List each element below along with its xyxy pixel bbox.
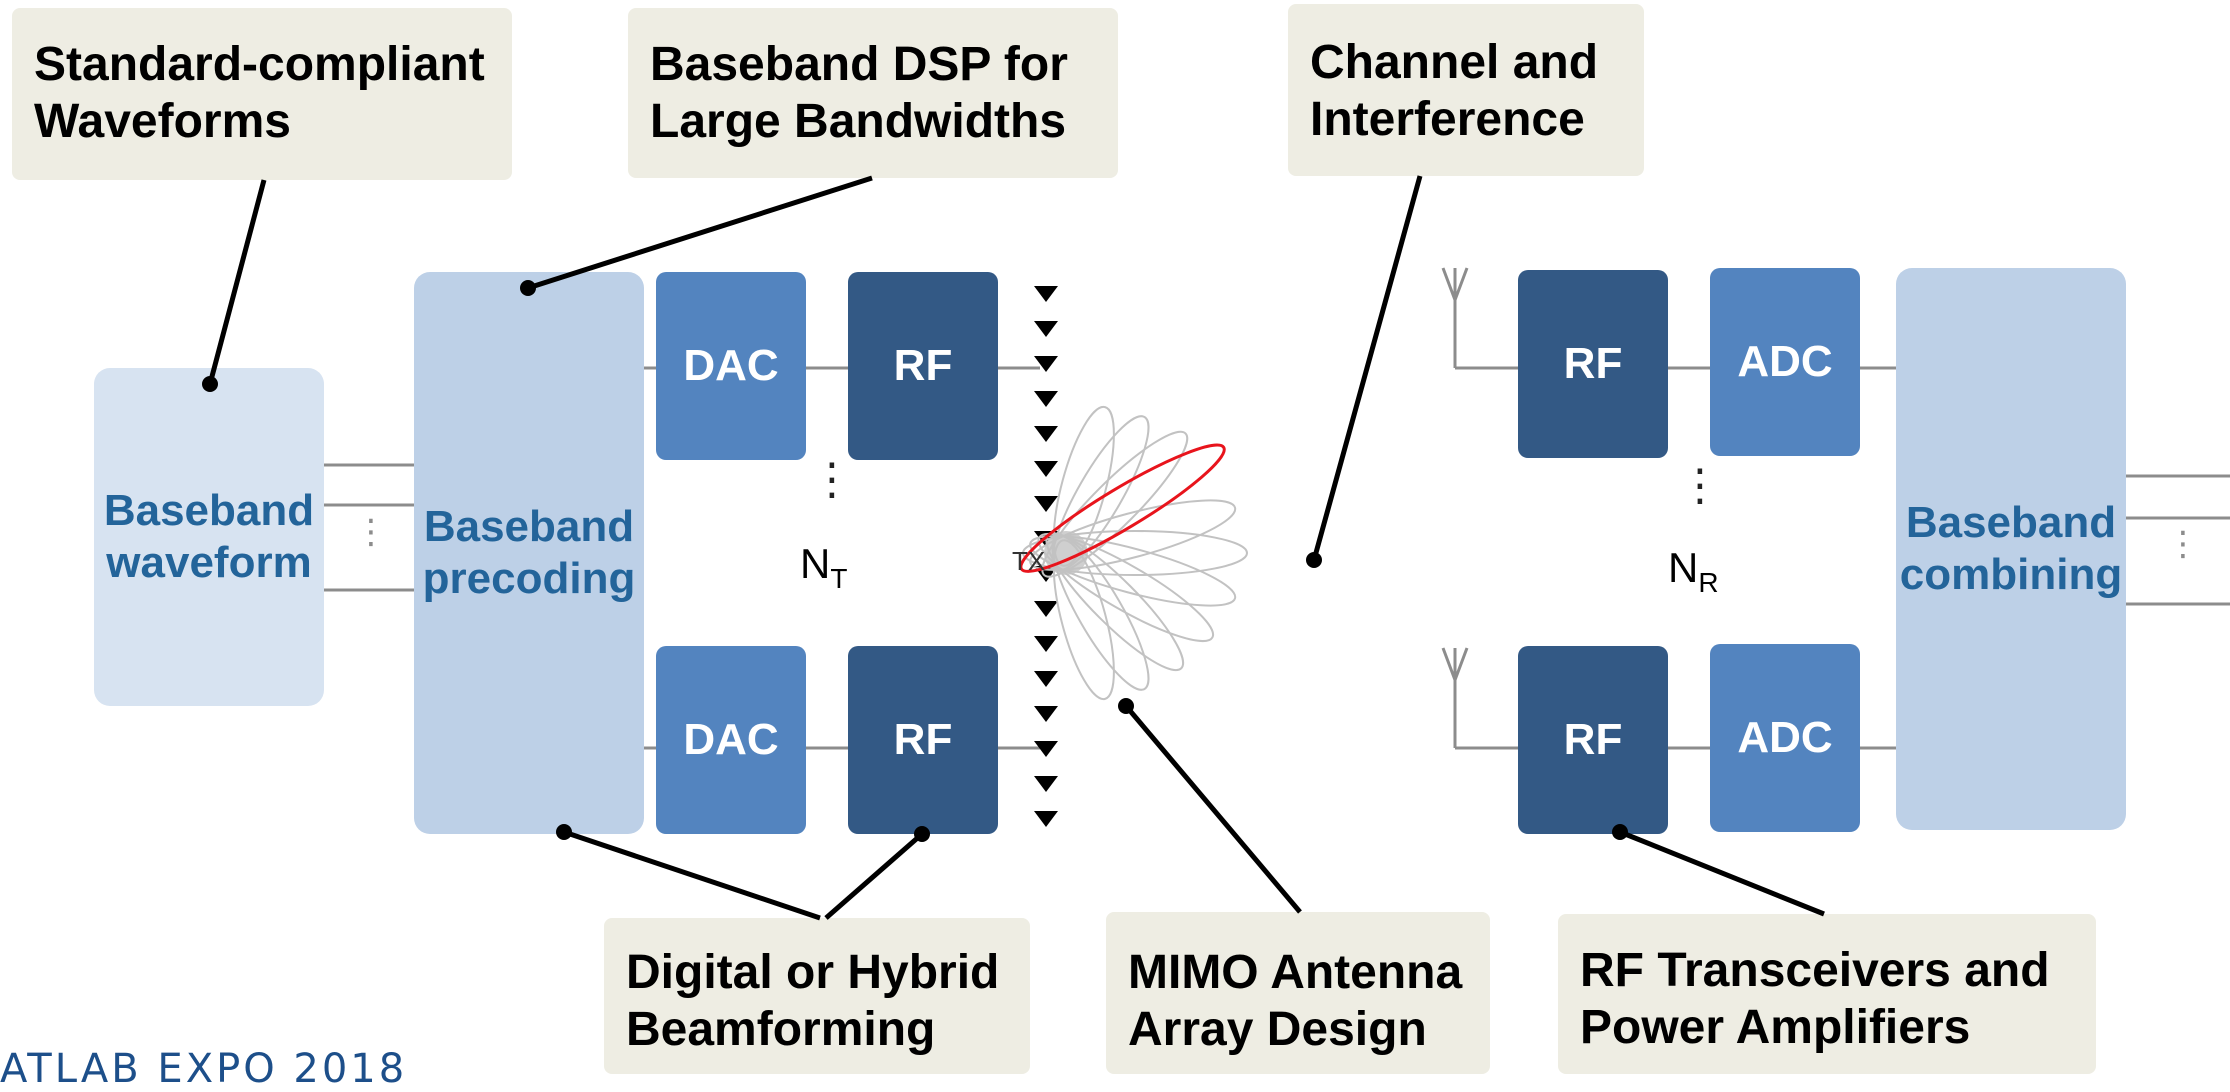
ellipsis-waveform: ⋮ [354, 513, 388, 551]
adc-block-bottom: ADC [1710, 644, 1860, 832]
nr-label: NR [1668, 544, 1719, 599]
callout-mimo-antenna: MIMO Antenna Array Design [1106, 912, 1490, 1074]
block-label: ADC [1737, 337, 1833, 386]
block-label: DAC [683, 715, 779, 764]
nr-main: N [1668, 544, 1699, 591]
block-label: ADC [1737, 713, 1833, 762]
rf-block-tx-bottom: RF [848, 646, 998, 834]
block-label: RF [893, 341, 953, 390]
antenna-array-icon [1034, 286, 1058, 827]
block-label: DAC [683, 341, 779, 390]
adc-block-top: ADC [1710, 268, 1860, 456]
callout-text-line: Interference [1310, 93, 1585, 146]
callout-beamforming: Digital or Hybrid Beamforming [604, 918, 1030, 1074]
block-label: RF [1563, 715, 1623, 764]
rf-block-rx-bottom: RF [1518, 646, 1668, 834]
receive-antenna-icon [1441, 267, 1469, 748]
block-label: Baseband [103, 486, 315, 535]
block-label: RF [1563, 339, 1623, 388]
baseband-combining-block: Baseband combining [1896, 268, 2126, 830]
rf-block-rx-top: RF [1518, 270, 1668, 458]
callout-rf-transceivers: RF Transceivers and Power Amplifiers [1558, 914, 2096, 1074]
callout-text-line: Baseband DSP for [650, 38, 1068, 91]
callout-text-line: Beamforming [626, 1003, 936, 1056]
ellipsis-rx-chain: ⋮ [1678, 461, 1722, 510]
callout-text-line: Channel and [1310, 36, 1599, 89]
block-label: waveform [106, 538, 312, 587]
block-label: precoding [422, 554, 636, 603]
footer-text: ATLAB EXPO 2018 [0, 1046, 408, 1092]
callout-text-line: RF Transceivers and [1580, 944, 2050, 997]
callout-text-line: Array Design [1128, 1003, 1427, 1056]
callout-text-line: MIMO Antenna [1128, 946, 1463, 999]
beam-pattern-icon [1019, 405, 1248, 701]
dac-block-bottom: DAC [656, 646, 806, 834]
signal-lines [324, 366, 2230, 750]
block-label: RF [893, 715, 953, 764]
callout-text-line: Standard-compliant [34, 38, 485, 91]
baseband-precoding-block: Baseband precoding [414, 272, 644, 834]
block-label: Baseband [1905, 498, 2117, 547]
block-label: combining [1899, 550, 2123, 599]
ellipsis-tx-chain: ⋮ [810, 455, 854, 504]
nt-sub: T [830, 563, 848, 594]
callout-text-line: Waveforms [34, 95, 291, 148]
callout-text-line: Large Bandwidths [650, 95, 1067, 148]
rf-block-tx-top: RF [848, 272, 998, 460]
callout-text-line: Digital or Hybrid [626, 946, 1000, 999]
callout-standard-waveforms: Standard-compliant Waveforms [12, 8, 512, 180]
block-label: Baseband [423, 502, 635, 551]
callout-channel-interference: Channel and Interference [1288, 4, 1644, 176]
dac-block-top: DAC [656, 272, 806, 460]
tx-label: TX [1012, 546, 1046, 576]
nr-sub: R [1698, 567, 1719, 598]
ellipsis-combining: ⋮ [2166, 525, 2200, 563]
callout-text-line: Power Amplifiers [1580, 1001, 1971, 1054]
nt-main: N [800, 540, 831, 587]
nt-label: NT [800, 540, 847, 595]
callout-baseband-dsp: Baseband DSP for Large Bandwidths [628, 8, 1118, 178]
baseband-waveform-block: Baseband waveform [94, 368, 324, 706]
